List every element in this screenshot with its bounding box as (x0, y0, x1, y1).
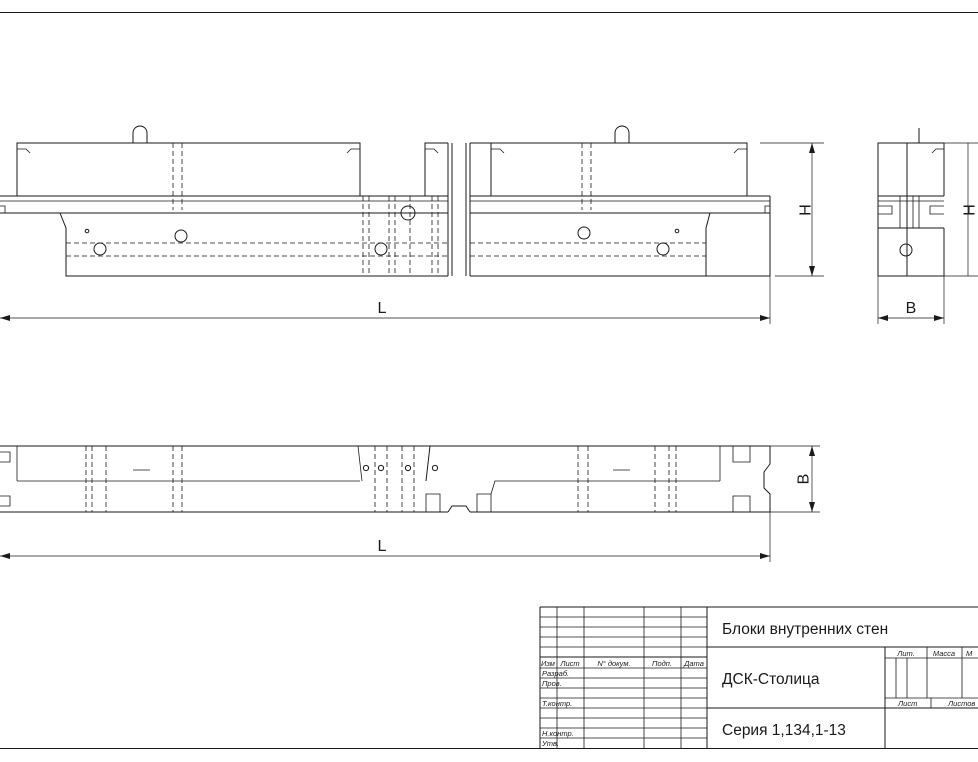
front-elevation-view: H L (0, 125, 824, 324)
hole (656, 242, 670, 256)
dimension-label-plan-l: L (378, 538, 387, 555)
hole (400, 205, 416, 221)
role-razrab: Разраб. (542, 669, 569, 678)
title-block: Изм Лист N° докум. Подп. Дата Разраб. Пр… (539, 606, 978, 748)
col-lit: Лит. (896, 649, 915, 658)
col-sheets: Листов (947, 699, 975, 708)
hole (404, 464, 412, 472)
hole (84, 228, 90, 234)
dimension-length: L (0, 276, 771, 324)
lifting-loop (132, 125, 148, 143)
sheet-frame (0, 12, 978, 749)
col-masshtab: М (966, 649, 973, 658)
side-section-view: H B (877, 128, 978, 324)
role-tkontr: Т.контр. (542, 699, 572, 708)
series-number: Серия 1,134,1-13 (722, 722, 846, 739)
dimension-label-h: H (798, 204, 815, 216)
dimension-height: H (760, 142, 824, 277)
role-prov: Пров. (542, 679, 562, 688)
col-izm: Изм (541, 659, 555, 668)
hole (377, 464, 385, 472)
role-utv: Утв. (541, 739, 559, 748)
col-massa: Масса (933, 649, 955, 658)
hole (362, 464, 370, 472)
plan-view: B L (0, 445, 820, 562)
organization-name: ДСК-Столица (722, 671, 820, 688)
hole (93, 242, 107, 256)
lifting-loop (614, 125, 630, 143)
dimension-label-side-b: B (906, 300, 917, 317)
dimension-label-l: L (378, 300, 387, 317)
col-list: Лист (559, 659, 579, 668)
hole (899, 243, 913, 257)
col-sign: Подп. (652, 659, 672, 668)
hole (674, 228, 680, 234)
role-nkontr: Н.контр. (542, 729, 574, 738)
hole (174, 229, 188, 243)
drawing-title: Блоки внутренних стен (722, 621, 888, 638)
hole (577, 226, 591, 240)
col-sheet: Лист (897, 699, 917, 708)
hole (431, 464, 439, 472)
col-doc: N° докум. (597, 659, 630, 668)
dimension-label-plan-b: B (796, 474, 813, 485)
hole (374, 242, 388, 256)
col-date: Дата (683, 659, 704, 668)
dimension-label-side-h: H (962, 204, 978, 216)
